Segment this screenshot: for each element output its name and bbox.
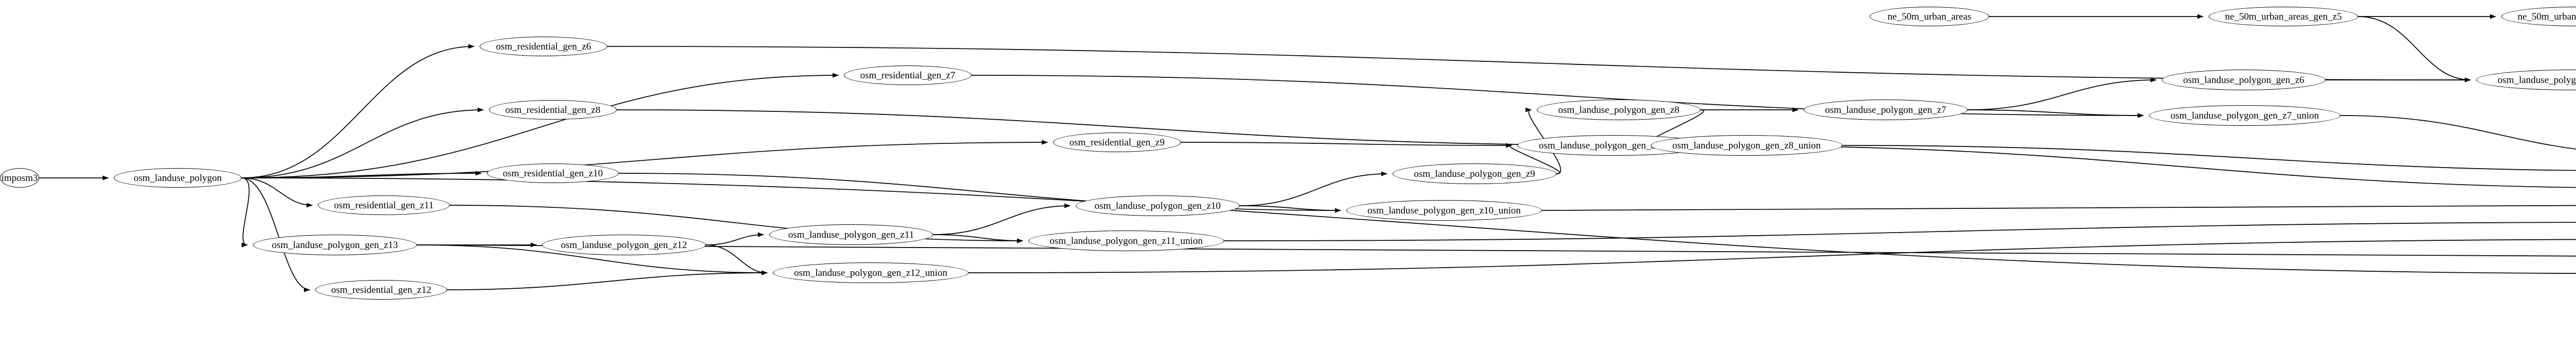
node-label: osm_landuse_polygon bbox=[133, 172, 222, 184]
node-osm_landuse_polygon_gen_z9[interactable]: osm_landuse_polygon_gen_z9 bbox=[1393, 163, 1556, 184]
node-label: osm_landuse_polygon_gen_z11 bbox=[788, 229, 914, 240]
edge-osm_residential_gen_z11-to-osm_landuse_polygon_gen_z11_union bbox=[449, 205, 1023, 243]
node-label: osm_landuse_polygon_gen_z12_union bbox=[794, 267, 947, 278]
edge-osm_landuse_polygon_gen_z8_union-to-layer_landuse_z8 bbox=[1842, 145, 2576, 171]
edge-osm_landuse_polygon_gen_z12_union-to-layer_landuse_z12 bbox=[968, 239, 2576, 273]
node-label: osm_landuse_polygon_gen_z11_union bbox=[1049, 235, 1203, 246]
node-osm_landuse_polygon_gen_z11_union[interactable]: osm_landuse_polygon_gen_z11_union bbox=[1028, 231, 1224, 251]
node-label: osm_landuse_polygon_gen_z6 bbox=[2183, 74, 2304, 86]
edge-osm_landuse_polygon_gen_z7-to-osm_landuse_polygon_gen_z7_union bbox=[1967, 109, 2144, 118]
node-osm_landuse_polygon_gen_z10_union[interactable]: osm_landuse_polygon_gen_z10_union bbox=[1346, 200, 1542, 221]
node-osm_landuse_polygon_gen_z8_union[interactable]: osm_landuse_polygon_gen_z8_union bbox=[1651, 135, 1842, 156]
node-label: osm_residential_gen_z8 bbox=[505, 104, 601, 116]
node-label: osm_landuse_polygon_gen_z6_union bbox=[2497, 74, 2576, 86]
node-label: ne_50m_urban_areas_gen_z4 bbox=[2517, 11, 2576, 22]
node-osm_landuse_polygon_gen_z13[interactable]: osm_landuse_polygon_gen_z13 bbox=[253, 235, 417, 255]
node-osm_residential_gen_z10[interactable]: osm_residential_gen_z10 bbox=[487, 163, 619, 183]
edge-osm_landuse_polygon_gen_z7-to-osm_landuse_polygon_gen_z6 bbox=[1967, 77, 2157, 110]
node-osm_landuse_polygon_gen_z12[interactable]: osm_landuse_polygon_gen_z12 bbox=[542, 235, 706, 255]
node-imposm3[interactable]: imposm3 bbox=[0, 168, 39, 188]
node-label: osm_residential_gen_z6 bbox=[496, 41, 591, 52]
edge-osm_landuse_polygon-to-osm_residential_gen_z11 bbox=[241, 177, 313, 208]
node-label: osm_residential_gen_z9 bbox=[1069, 137, 1165, 148]
edge-osm_landuse_polygon_gen_z9_union-to-layer_landuse_z9 bbox=[1708, 145, 2576, 188]
node-label: osm_landuse_polygon_gen_z7_union bbox=[2170, 110, 2319, 121]
edge-osm_landuse_polygon-to-osm_residential_gen_z7 bbox=[241, 73, 839, 178]
node-osm_residential_gen_z7[interactable]: osm_residential_gen_z7 bbox=[844, 65, 972, 85]
node-osm_landuse_polygon_gen_z10[interactable]: osm_landuse_polygon_gen_z10 bbox=[1076, 195, 1240, 216]
edge-osm_landuse_polygon-to-osm_landuse_polygon_gen_z13 bbox=[241, 177, 250, 248]
edge-osm_landuse_polygon_gen_z11_union-to-layer_landuse_z11 bbox=[1224, 222, 2576, 241]
node-label: ne_50m_urban_areas_gen_z5 bbox=[2225, 11, 2342, 22]
edge-osm_residential_gen_z12-to-osm_landuse_polygon_gen_z12_union bbox=[447, 270, 768, 290]
node-label: osm_residential_gen_z7 bbox=[860, 70, 956, 81]
edge-osm_landuse_polygon_gen_z10-to-osm_landuse_polygon_gen_z9 bbox=[1239, 171, 1387, 206]
node-label: osm_landuse_polygon_gen_z8_union bbox=[1672, 140, 1821, 151]
node-label: osm_landuse_polygon_gen_z13 bbox=[272, 239, 398, 251]
node-osm_residential_gen_z11[interactable]: osm_residential_gen_z11 bbox=[318, 195, 450, 215]
edge-osm_landuse_polygon_gen_z13-to-layer_landuse_z13 bbox=[416, 244, 2576, 257]
edge-osm_landuse_polygon_gen_z9-to-osm_landuse_polygon_gen_z9_union bbox=[1505, 143, 1561, 174]
node-label: osm_residential_gen_z11 bbox=[334, 200, 434, 211]
node-label: osm_landuse_polygon_gen_z10 bbox=[1094, 200, 1221, 211]
edge-osm_residential_gen_z8-to-osm_landuse_polygon_gen_z8_union bbox=[616, 109, 1646, 148]
node-osm_landuse_polygon_gen_z11[interactable]: osm_landuse_polygon_gen_z11 bbox=[769, 224, 933, 245]
edge-ne_50m_urban_areas_gen_z5-to-osm_landuse_polygon_gen_z6_union bbox=[2358, 16, 2471, 83]
node-label: osm_landuse_polygon_gen_z7 bbox=[1825, 104, 1946, 116]
node-label: osm_landuse_polygon_gen_z9_union bbox=[1538, 140, 1688, 151]
node-osm_residential_gen_z9[interactable]: osm_residential_gen_z9 bbox=[1053, 133, 1181, 152]
node-osm_landuse_polygon_gen_z6[interactable]: osm_landuse_polygon_gen_z6 bbox=[2162, 70, 2326, 90]
edge-osm_residential_gen_z6-to-osm_landuse_polygon_gen_z6_union bbox=[607, 46, 2471, 83]
edge-osm_landuse_polygon-to-osm_residential_gen_z8 bbox=[241, 107, 484, 178]
node-osm_residential_gen_z12[interactable]: osm_residential_gen_z12 bbox=[315, 280, 447, 300]
node-osm_residential_gen_z8[interactable]: osm_residential_gen_z8 bbox=[489, 100, 617, 120]
node-ne_50m_urban_areas_gen_z5[interactable]: ne_50m_urban_areas_gen_z5 bbox=[2209, 7, 2358, 26]
node-label: osm_landuse_polygon_gen_z10_union bbox=[1367, 205, 1521, 216]
node-osm_landuse_polygon_gen_z7[interactable]: osm_landuse_polygon_gen_z7 bbox=[1804, 100, 1968, 120]
edge-osm_landuse_polygon_gen_z11-to-osm_landuse_polygon_gen_z11_union bbox=[933, 234, 1023, 243]
edge-osm_landuse_polygon_gen_z11-to-osm_landuse_polygon_gen_z10 bbox=[933, 203, 1071, 235]
node-osm_landuse_polygon_gen_z8[interactable]: osm_landuse_polygon_gen_z8 bbox=[1537, 100, 1701, 120]
edge-osm_landuse_polygon-to-layer_landuse_z14 bbox=[241, 177, 2576, 274]
node-label: osm_landuse_polygon_gen_z9 bbox=[1414, 168, 1535, 179]
node-osm_landuse_polygon_gen_z7_union[interactable]: osm_landuse_polygon_gen_z7_union bbox=[2149, 105, 2341, 126]
edge-osm_landuse_polygon_gen_z7_union-to-layer_landuse_z7 bbox=[2340, 115, 2576, 150]
edge-osm_landuse_polygon-to-osm_residential_gen_z6 bbox=[241, 44, 474, 178]
edge-osm_residential_gen_z9-to-osm_landuse_polygon_gen_z9_union bbox=[1180, 142, 1512, 148]
node-label: osm_landuse_polygon_gen_z8 bbox=[1558, 104, 1680, 116]
edge-osm_landuse_polygon-to-osm_residential_gen_z9 bbox=[241, 140, 1048, 178]
node-osm_residential_gen_z6[interactable]: osm_residential_gen_z6 bbox=[480, 37, 607, 56]
node-ne_50m_urban_areas[interactable]: ne_50m_urban_areas bbox=[1870, 7, 1989, 26]
node-label: ne_50m_urban_areas bbox=[1887, 11, 1972, 22]
edge-osm_landuse_polygon_gen_z10_union-to-layer_landuse_z10 bbox=[1541, 205, 2576, 211]
node-label: osm_landuse_polygon_gen_z12 bbox=[561, 239, 687, 251]
node-osm_landuse_polygon[interactable]: osm_landuse_polygon bbox=[114, 168, 242, 188]
edge-osm_landuse_polygon_gen_z10-to-osm_landuse_polygon_gen_z10_union bbox=[1239, 205, 1341, 213]
node-osm_landuse_polygon_gen_z12_union[interactable]: osm_landuse_polygon_gen_z12_union bbox=[773, 262, 969, 283]
node-label: osm_residential_gen_z12 bbox=[331, 284, 432, 295]
edge-osm_landuse_polygon_gen_z12-to-osm_landuse_polygon_gen_z12_union bbox=[705, 244, 768, 275]
edge-osm_landuse_polygon_gen_z12-to-osm_landuse_polygon_gen_z11 bbox=[705, 232, 764, 245]
edge-osm_landuse_polygon_gen_z13-to-osm_landuse_polygon_gen_z12_union bbox=[416, 244, 768, 275]
node-label: osm_residential_gen_z10 bbox=[502, 168, 603, 179]
node-label: imposm3 bbox=[1, 172, 38, 184]
edge-osm_landuse_polygon-to-osm_residential_gen_z12 bbox=[241, 177, 310, 292]
